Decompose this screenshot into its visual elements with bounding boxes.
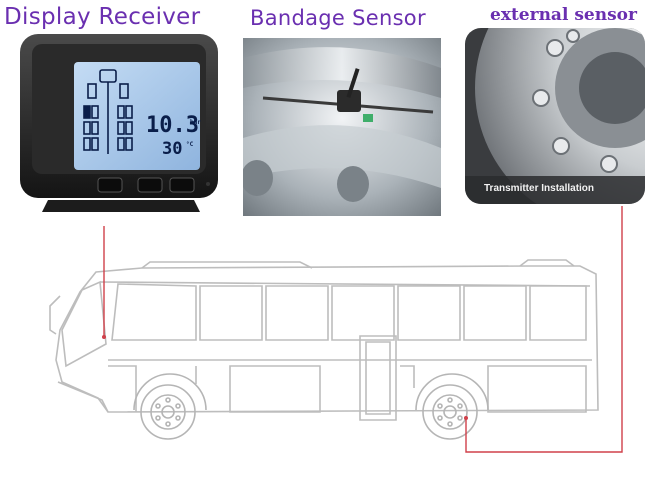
connector-external-to-wheel	[465, 206, 623, 453]
connector-dot-display	[102, 335, 106, 339]
external-sensor-label: external sensor	[490, 5, 637, 25]
sensor-body	[337, 90, 361, 112]
front-wheel	[133, 373, 207, 440]
rim-hole-left	[243, 160, 273, 196]
display-receiver-label: Display Receiver	[4, 4, 201, 30]
bandage-sensor-label: Bandage Sensor	[250, 6, 426, 30]
pressure-unit: bar	[190, 119, 201, 126]
temperature-unit: °C	[186, 141, 194, 148]
rear-wheel	[415, 373, 489, 440]
lcd-screen	[74, 62, 200, 170]
connector-dot-wheel	[464, 416, 468, 420]
temperature-value: 30	[162, 139, 182, 159]
display-stand	[42, 200, 200, 212]
power-led	[206, 182, 210, 186]
tyre-selected	[84, 106, 90, 118]
sensor-led	[363, 114, 373, 122]
device-button-2[interactable]	[137, 177, 163, 193]
display-receiver-image: 10.3 bar 30 °C	[14, 30, 224, 222]
transmitter-installation-caption: Transmitter Installation	[484, 183, 595, 194]
pressure-value: 10.3	[146, 113, 199, 138]
bus-outline	[49, 259, 599, 421]
device-button-1[interactable]	[97, 177, 123, 193]
rim-hole-right	[337, 166, 369, 202]
device-button-3[interactable]	[169, 177, 195, 193]
bandage-sensor-image	[243, 38, 441, 216]
external-sensor-image	[465, 28, 645, 204]
lug-nuts	[532, 29, 618, 173]
